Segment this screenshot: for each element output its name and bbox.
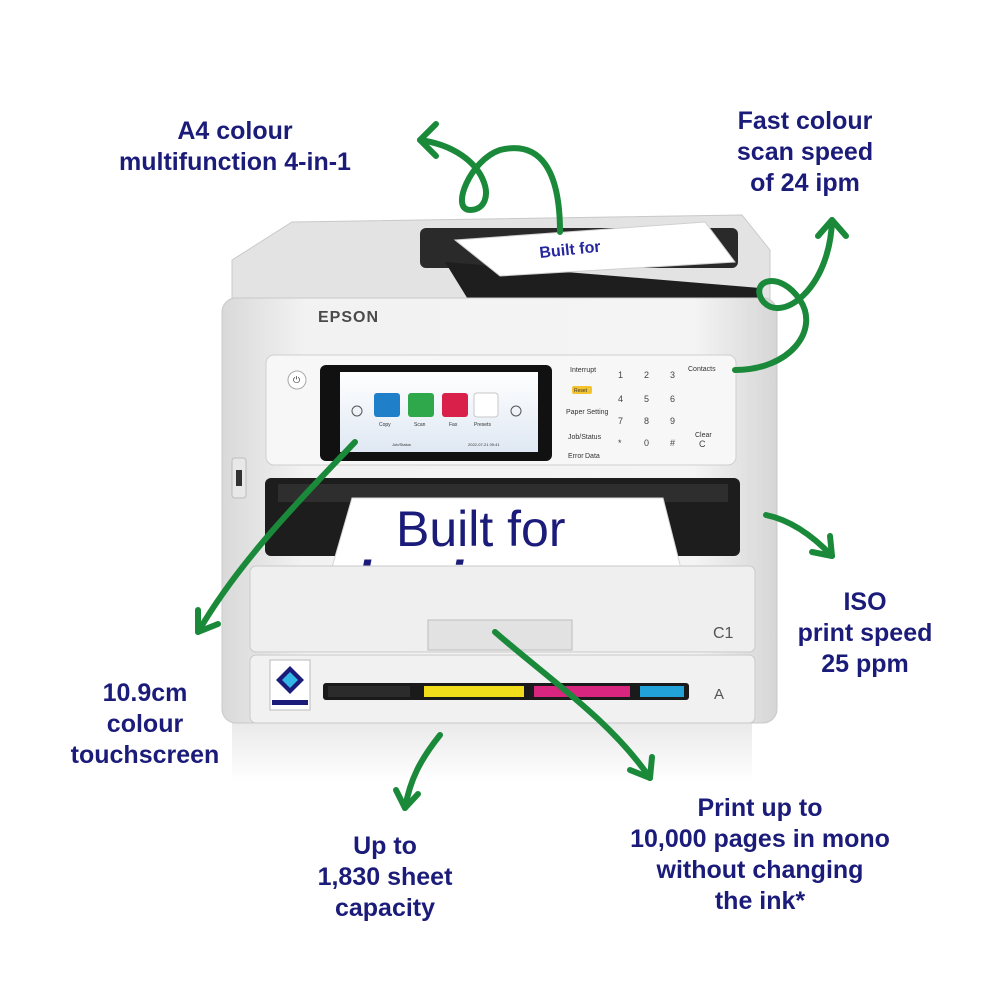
- key-6[interactable]: 6: [670, 394, 675, 404]
- callout-scan: Fast colour scan speed of 24 ipm: [700, 106, 910, 199]
- callout-iso: ISO print speed 25 ppm: [770, 587, 960, 680]
- callout-multifunction-line2: multifunction 4-in-1: [119, 148, 351, 176]
- key-hash[interactable]: #: [670, 438, 675, 448]
- key-3[interactable]: 3: [670, 370, 675, 380]
- power-button[interactable]: [287, 370, 307, 390]
- callout-scan-line1: Fast colour: [737, 107, 873, 135]
- help-icon[interactable]: [510, 405, 522, 417]
- screen-tile-scan[interactable]: [408, 393, 434, 417]
- key-8[interactable]: 8: [644, 416, 649, 426]
- svg-text:⏻: ⏻: [293, 375, 300, 385]
- callout-multifunction: A4 colour multifunction 4-in-1: [70, 116, 400, 178]
- callout-iso-line2: print speed: [797, 619, 933, 647]
- svg-text:Built for: Built for: [539, 239, 602, 262]
- screen-tile-copy-label: Copy: [379, 422, 391, 428]
- callout-pages: Print up to 10,000 pages in mono without…: [600, 793, 920, 917]
- scanned-document: [453, 221, 736, 277]
- arrowhead-multifunction: [417, 121, 439, 159]
- clear-label: Clear: [695, 432, 712, 439]
- ink-black: [328, 686, 410, 697]
- screen-tile-fax-label: Fax: [449, 422, 458, 428]
- reset-button[interactable]: [572, 386, 592, 394]
- key-4[interactable]: 4: [618, 394, 623, 404]
- data-label: Data: [585, 453, 600, 460]
- key-2[interactable]: 2: [644, 370, 649, 380]
- paper-setting-label: Paper Setting: [566, 409, 609, 416]
- arrow-capacity: [402, 732, 443, 811]
- arrow-iso: [763, 512, 835, 559]
- ink-cyan: [640, 686, 684, 697]
- floor-reflection: [232, 722, 752, 782]
- callout-capacity-line1: Up to: [353, 832, 417, 860]
- arrow-touchscreen: [195, 439, 358, 635]
- callout-multifunction-line1: A4 colour: [177, 117, 293, 145]
- job-status-label: Job/Status: [568, 434, 602, 441]
- key-0[interactable]: 0: [644, 438, 649, 448]
- ink-yellow: [424, 686, 524, 697]
- arrowhead-scan: [815, 217, 849, 239]
- screen-home-icon[interactable]: [351, 405, 363, 417]
- key-7[interactable]: 7: [618, 416, 623, 426]
- callout-touchscreen-line3: touchscreen: [70, 741, 220, 769]
- paper-cassette-c1[interactable]: [249, 565, 756, 653]
- callout-pages-line4: the ink*: [714, 887, 806, 915]
- callout-touchscreen-line1: 10.9cm: [102, 679, 188, 707]
- callout-capacity: Up to 1,830 sheet capacity: [285, 831, 485, 924]
- callout-capacity-line3: capacity: [334, 894, 436, 922]
- screen-status-left: Job/Status: [392, 442, 411, 447]
- brand-logo: EPSON: [318, 309, 379, 326]
- interrupt-label: Interrupt: [570, 367, 596, 374]
- arrow-scan: [732, 217, 835, 373]
- arrowhead-capacity: [393, 787, 421, 811]
- touchscreen-display[interactable]: [340, 372, 538, 452]
- callout-pages-line2: 10,000 pages in mono: [630, 825, 890, 853]
- screen-tile-presets[interactable]: [473, 392, 499, 418]
- arrows: [195, 121, 849, 811]
- callout-touchscreen: 10.9cm colour touchscreen: [40, 678, 250, 771]
- arrow-pages: [492, 629, 653, 781]
- screen-tile-presets-label: Presets: [474, 422, 491, 428]
- keypad: 1 2 3 4 5 6 7 8 9 * 0 #: [618, 370, 675, 448]
- key-5[interactable]: 5: [644, 394, 649, 404]
- error-label: Error: [568, 453, 584, 460]
- key-9[interactable]: 9: [670, 416, 675, 426]
- key-star[interactable]: *: [618, 438, 622, 448]
- callout-touchscreen-line2: colour: [106, 710, 184, 738]
- arrowhead-touchscreen: [195, 607, 221, 635]
- clear-key[interactable]: C: [699, 439, 706, 449]
- contacts-label: Contacts: [688, 366, 716, 373]
- callout-capacity-line2: 1,830 sheet: [317, 863, 453, 891]
- sheet-line1: Built for: [396, 501, 566, 557]
- tray-label-a: A: [714, 686, 724, 703]
- callout-scan-line2: scan speed: [736, 138, 874, 166]
- precisioncore-logo: [269, 659, 311, 711]
- callout-pages-line1: Print up to: [697, 794, 823, 822]
- screen-tile-fax[interactable]: [442, 393, 468, 417]
- ink-magenta: [534, 686, 630, 697]
- screen-tile-scan-label: Scan: [414, 422, 426, 428]
- key-1[interactable]: 1: [618, 370, 623, 380]
- arrowhead-iso: [809, 533, 835, 559]
- callout-iso-line3: 25 ppm: [821, 650, 909, 678]
- tray-label-c1: C1: [713, 625, 734, 642]
- arrow-multifunction: [417, 137, 563, 235]
- screen-tile-copy[interactable]: [374, 393, 400, 417]
- callout-scan-line3: of 24 ipm: [750, 169, 860, 197]
- screen-status-right: 2022-07-21 09:41: [468, 442, 500, 447]
- callout-iso-line1: ISO: [843, 588, 887, 616]
- callout-pages-line3: without changing: [656, 856, 864, 884]
- arrowhead-pages: [627, 754, 655, 781]
- reset-label: Reset: [574, 388, 588, 394]
